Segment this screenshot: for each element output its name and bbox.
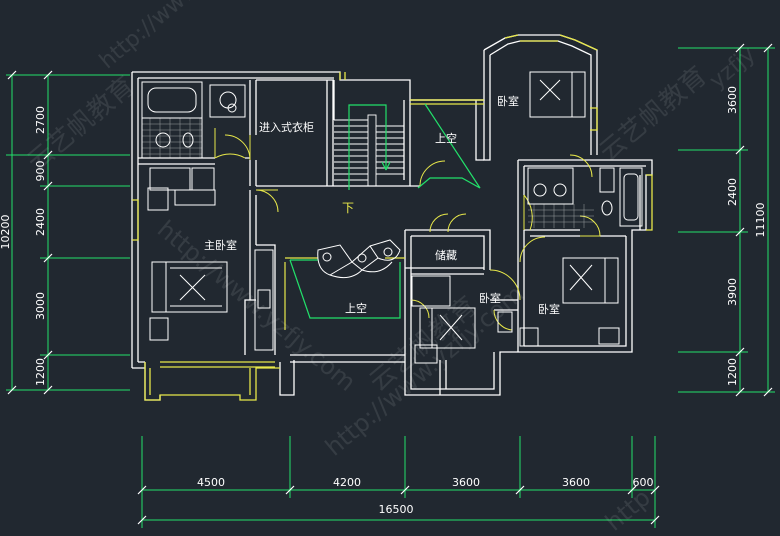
sofa-set	[317, 239, 401, 279]
dim-left-900: 900	[34, 161, 47, 182]
dim-bottom-3600b: 3600	[562, 476, 590, 489]
dim-bottom-4200: 4200	[333, 476, 361, 489]
dim-left-total: 10200	[0, 215, 12, 250]
room-walk-in-closet: 进入式衣柜	[259, 120, 314, 134]
staircase	[334, 114, 404, 187]
dim-left-2700: 2700	[34, 106, 47, 134]
dim-left-1200: 1200	[34, 358, 47, 386]
room-storage: 储藏	[435, 248, 457, 262]
room-void-center: 上空	[345, 301, 367, 315]
room-bedroom-top: 卧室	[497, 94, 519, 108]
dim-bottom-4500: 4500	[197, 476, 225, 489]
bathroom-fixtures	[141, 81, 643, 364]
stair-arrow	[348, 104, 391, 190]
room-bedroom-right: 卧室	[538, 302, 560, 316]
void-markers	[289, 103, 481, 319]
dimension-ticks	[7, 43, 773, 525]
dim-right-3900: 3900	[726, 278, 739, 306]
dim-bottom-total: 16500	[379, 503, 414, 516]
dim-right-total: 11100	[754, 203, 767, 238]
beds	[147, 71, 620, 349]
room-bedroom-mid: 卧室	[479, 291, 501, 305]
dim-bottom-3600a: 3600	[452, 476, 480, 489]
room-labels: 进入式衣柜 主卧室 卧室 上空 上空 储藏 卧室 卧室	[204, 94, 560, 316]
dim-left-3000: 3000	[34, 292, 47, 320]
wardrobe-cabinet	[254, 249, 274, 351]
windows	[132, 34, 653, 401]
dim-right-3600: 3600	[726, 86, 739, 114]
dim-bottom-600: 600	[633, 476, 654, 489]
dim-right-1200: 1200	[726, 358, 739, 386]
room-void-top: 上空	[435, 131, 457, 145]
tile-grid	[142, 118, 594, 228]
dimension-lines	[6, 47, 775, 528]
room-master-bedroom: 主卧室	[204, 238, 237, 252]
door-swings	[214, 128, 601, 331]
dim-right-2400: 2400	[726, 178, 739, 206]
dim-left-2400: 2400	[34, 208, 47, 236]
dimension-texts: 2700 900 2400 3000 1200 10200 3600 2400 …	[0, 86, 767, 516]
stair-down-label: 下	[342, 201, 354, 215]
void-rail	[284, 257, 405, 330]
